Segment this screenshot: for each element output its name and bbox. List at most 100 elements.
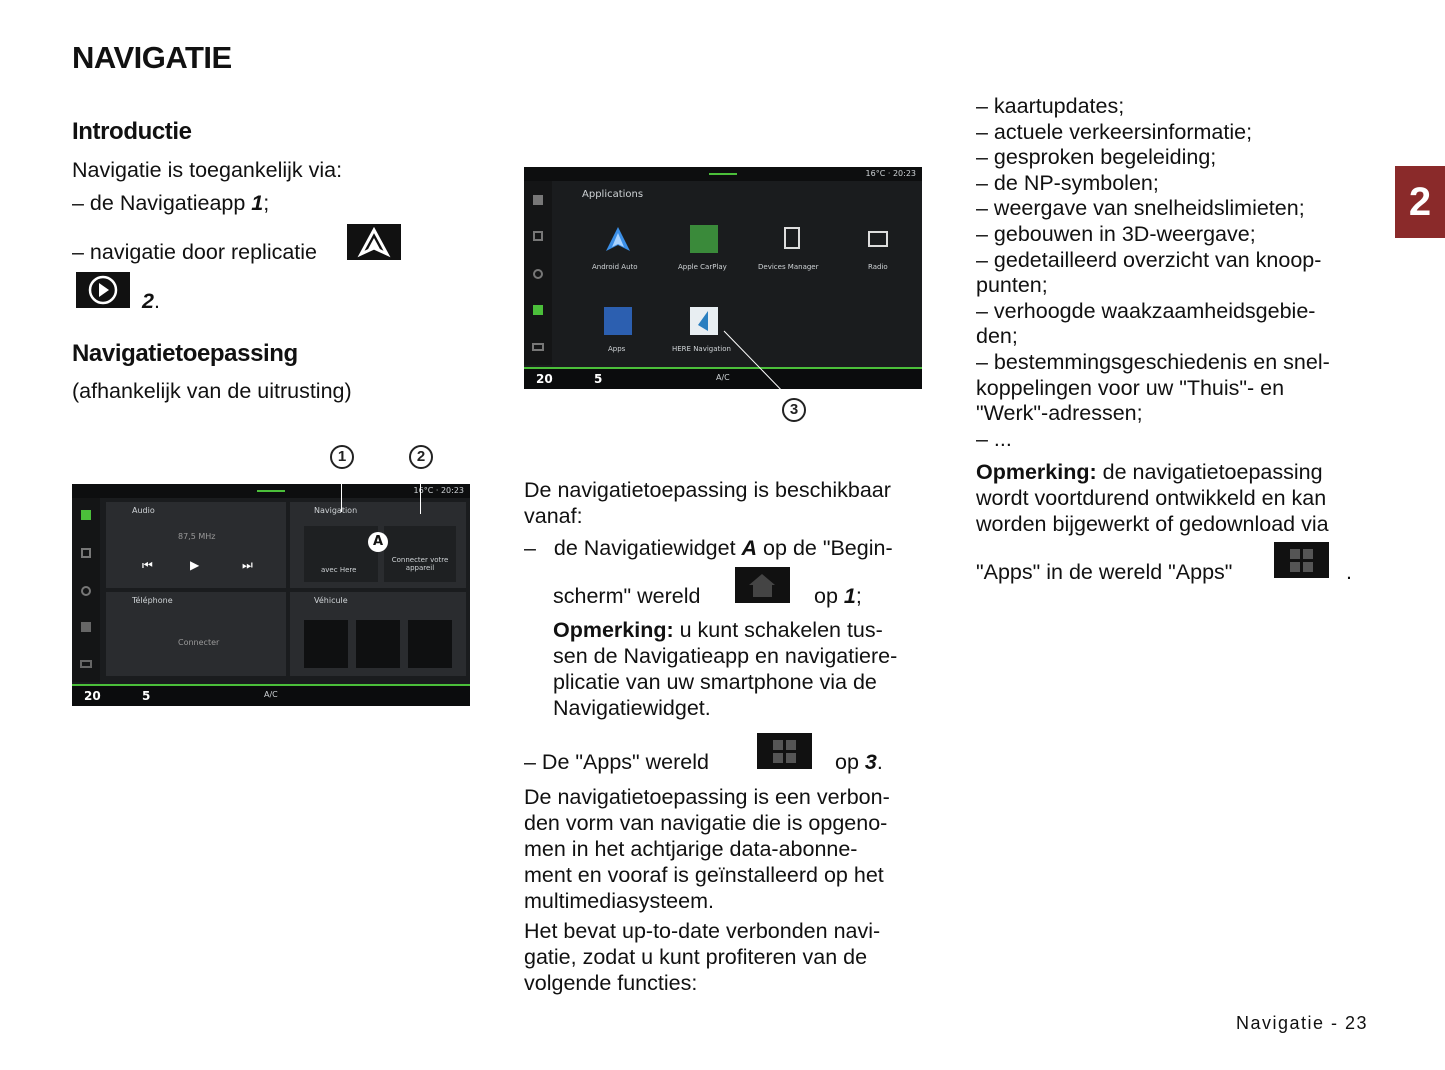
feature-item: punten; xyxy=(976,273,1048,298)
music-icon xyxy=(81,548,91,558)
here-label: avec Here xyxy=(321,566,357,574)
leader-3 xyxy=(723,330,791,400)
vehicle-label: Véhicule xyxy=(314,596,348,605)
temperature: 20 xyxy=(536,372,553,386)
navapp-heading: Navigatietoepassing xyxy=(72,340,298,367)
temperature: 20 xyxy=(84,689,101,703)
features-intro: Het bevat up-to-date verbonden navi- gat… xyxy=(524,919,881,995)
app-label-devices-manager: Devices Manager xyxy=(758,263,819,271)
clock: 16°C · 20:23 xyxy=(413,486,464,495)
clock: 16°C · 20:23 xyxy=(865,169,916,178)
ac-label: A/C xyxy=(716,373,730,382)
connect-device-label: Connecter votre appareil xyxy=(391,556,449,572)
features-list: – kaartupdates; – actuele verkeersinform… xyxy=(976,94,1376,452)
climate-bar: 20 5 A/C xyxy=(524,367,922,389)
app-label-here: HERE Navigation xyxy=(672,345,731,353)
fan-speed: 5 xyxy=(594,372,603,386)
feature-item: – gedetailleerd overzicht van knoop- xyxy=(976,247,1322,272)
page-indicator xyxy=(257,490,285,492)
feature-item: – verhoogde waakzaamheidsgebie- xyxy=(976,298,1316,323)
navigation-widget: Navigation avec Here Connecter votre app… xyxy=(290,502,466,588)
leader-1 xyxy=(341,470,342,512)
climate-bar: 20 5 A/C xyxy=(72,684,470,706)
ac-label: A/C xyxy=(264,690,278,699)
here-tile: avec Here xyxy=(304,526,378,582)
intro-item-1: – de Navigatieapp 1; xyxy=(72,191,270,215)
audio-widget: Audio 87,5 MHz ⏮ ▶ ⏭ xyxy=(106,502,286,588)
intro-line: Navigatie is toegankelijk via: xyxy=(72,158,343,182)
home-screen-illustration: 16°C · 20:23 Audio 87,5 MHz ⏮ ▶ ⏭ Naviga… xyxy=(72,470,470,706)
switch-note: Opmerking: u kunt schakelen tus- sen de … xyxy=(553,618,898,720)
intro-item-2-ref: 2. xyxy=(142,289,160,313)
side-nav xyxy=(72,498,100,682)
music-icon xyxy=(533,231,543,241)
connect-device-tile: Connecter votre appareil xyxy=(384,526,456,582)
apps-icon xyxy=(81,622,91,632)
availability-item-1-end: op 1; xyxy=(814,584,862,608)
availability-item-2-end: op 3. xyxy=(835,750,883,774)
play-icon: ▶ xyxy=(190,558,200,572)
feature-item: – ... xyxy=(976,426,1012,451)
car-icon xyxy=(80,660,92,668)
radio-frequency: 87,5 MHz xyxy=(178,532,216,541)
feature-item: – weergave van snelheidslimieten; xyxy=(976,196,1305,221)
callout-1: 1 xyxy=(330,445,354,469)
radio-icon xyxy=(868,231,888,247)
app-label-apps: Apps xyxy=(608,345,626,353)
status-bar: 16°C · 20:23 xyxy=(72,484,470,498)
navigation-label: Navigation xyxy=(314,506,358,515)
callout-3: 3 xyxy=(782,398,806,422)
page-indicator xyxy=(709,173,737,175)
feature-item: – kaartupdates; xyxy=(976,94,1125,118)
side-nav xyxy=(524,181,552,365)
intro-heading: Introductie xyxy=(72,118,192,145)
home-world-icon xyxy=(735,567,790,603)
app-label-radio: Radio xyxy=(868,263,888,271)
carplay-app-icon xyxy=(690,225,718,253)
status-bar: 16°C · 20:23 xyxy=(524,167,922,181)
android-auto-app-icon xyxy=(604,225,632,253)
update-note-end: "Apps" in de wereld "Apps" xyxy=(976,560,1233,584)
leader-2 xyxy=(420,470,421,514)
app-label-android-auto: Android Auto xyxy=(592,263,638,271)
carplay-icon xyxy=(76,272,130,308)
here-navigation-icon xyxy=(690,307,718,335)
apps-world-icon xyxy=(1274,542,1329,578)
callout-2: 2 xyxy=(409,445,433,469)
feature-item: "Werk"-adressen; xyxy=(976,401,1143,426)
update-note: Opmerking: de navigatietoepassing wordt … xyxy=(976,460,1329,536)
eco-tile xyxy=(356,620,400,668)
driving-assist-tile xyxy=(304,620,348,668)
phone-icon xyxy=(533,269,543,279)
fan-speed: 5 xyxy=(142,689,151,703)
telephone-label: Téléphone xyxy=(132,596,173,605)
availability-intro: De navigatietoepassing is beschikbaar va… xyxy=(524,478,891,528)
apps-icon xyxy=(533,305,543,315)
page-title: NAVIGATIE xyxy=(72,40,232,75)
navapp-subtitle: (afhankelijk van de uitrusting) xyxy=(72,379,352,403)
update-note-period: . xyxy=(1346,560,1352,584)
applications-title: Applications xyxy=(582,189,644,200)
home-icon xyxy=(533,195,543,205)
telephone-widget: Téléphone Connecter xyxy=(106,592,286,676)
app-label-carplay: Apple CarPlay xyxy=(678,263,727,271)
prev-icon: ⏮ xyxy=(142,558,153,572)
home-icon xyxy=(81,510,91,520)
applications-screen-illustration: 16°C · 20:23 Applications Android Auto A… xyxy=(524,167,922,400)
availability-item-1: – de Navigatiewidget A op de "Begin- xyxy=(524,536,893,560)
availability-item-2: – De "Apps" wereld xyxy=(524,750,709,774)
chapter-tab: 2 xyxy=(1395,166,1445,238)
feature-item: – gesproken begeleiding; xyxy=(976,145,1217,170)
feature-item: – bestemmingsgeschiedenis en snel- xyxy=(976,349,1330,374)
next-icon: ⏭ xyxy=(242,558,253,572)
page-footer: Navigatie - 23 xyxy=(1236,1013,1369,1033)
intro-item-2: – navigatie door replicatie xyxy=(72,240,318,264)
feature-item: den; xyxy=(976,324,1018,349)
marker-a: A xyxy=(368,532,388,552)
feature-item: – de NP-symbolen; xyxy=(976,170,1159,195)
apps-store-icon xyxy=(604,307,632,335)
vehicle-widget: Véhicule xyxy=(290,592,466,676)
availability-item-1-cont: scherm" wereld xyxy=(553,584,701,608)
camera-tile xyxy=(408,620,452,668)
connect-label: Connecter xyxy=(178,638,220,647)
